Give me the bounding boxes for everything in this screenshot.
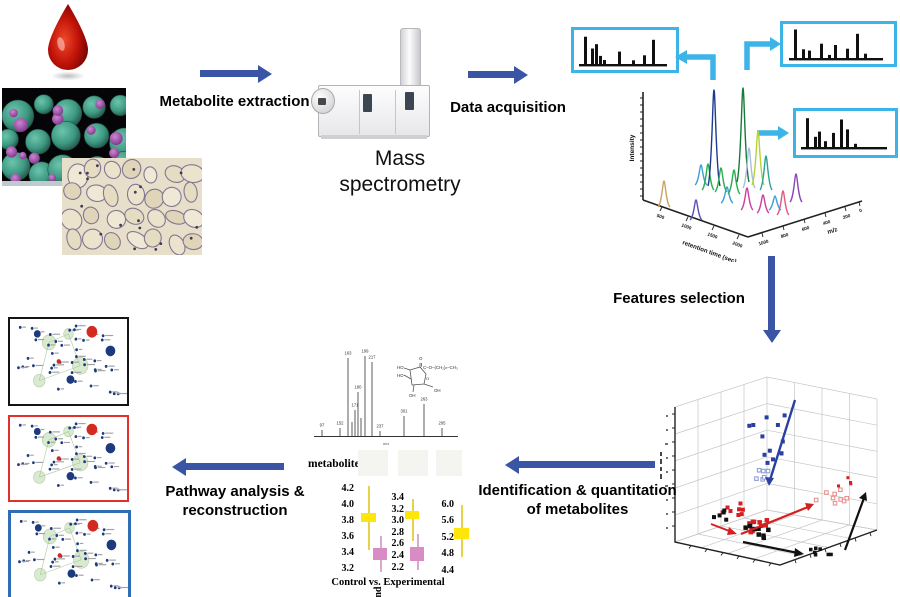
svg-text:171: 171 (352, 403, 360, 408)
acquisition-label: Data acquisition (450, 99, 566, 116)
svg-text:199: 199 (362, 349, 370, 354)
spectrometer-body (318, 85, 430, 137)
chromatogram-zlabel: m/z (827, 226, 839, 236)
svg-text:200: 200 (842, 213, 851, 220)
features-arrow (762, 256, 781, 343)
scatter-arrows (710, 399, 867, 557)
svg-text:400: 400 (822, 219, 831, 226)
inset-spectrum-box-2 (780, 21, 897, 67)
acquisition-arrow (468, 65, 528, 84)
svg-text:163: 163 (345, 351, 353, 356)
whisker (412, 499, 414, 541)
extraction-label: Metabolite extraction (159, 93, 310, 110)
svg-text:301: 301 (401, 409, 409, 414)
chromatogram-3d: Intensity 500 1000 1500 2000 1000 800 60… (629, 87, 863, 262)
svg-text:C–O–(CH₂)ₙ–CH₃: C–O–(CH₂)ₙ–CH₃ (423, 365, 458, 370)
chemical-structure: HO HO O C–O–(CH₂)ₙ–CH₃ O OH OH (397, 356, 458, 398)
extraction-arrow (200, 64, 272, 83)
svg-text:600: 600 (801, 225, 810, 232)
pathway-box-blue (8, 510, 131, 597)
svg-text:237: 237 (377, 424, 385, 429)
identification-arrow (505, 455, 655, 474)
svg-text:2000: 2000 (732, 240, 744, 248)
svg-text:500: 500 (656, 213, 665, 220)
scatter-plot-3d (660, 376, 878, 567)
svg-text:800: 800 (780, 232, 789, 239)
inset-connector-arrows (675, 37, 789, 140)
inset-spectrum-box-1 (571, 27, 679, 73)
blood-drop-icon (48, 4, 88, 81)
micrograph-image (62, 158, 202, 255)
mass-spectrometry-label: Mass spectrometry (339, 147, 461, 196)
identification-label: Identification & quantitation of metabol… (478, 482, 677, 518)
spectrometer-tower (400, 28, 421, 99)
svg-text:O: O (419, 356, 423, 361)
svg-text:295: 295 (439, 421, 447, 426)
svg-text:HO: HO (397, 373, 404, 378)
chromatogram-xlabel: retention time (sec) (681, 239, 737, 262)
svg-text:1500: 1500 (707, 231, 719, 239)
svg-text:152: 152 (337, 421, 345, 426)
svg-text:0: 0 (859, 208, 863, 214)
mass-spectrometer-image (311, 28, 435, 142)
svg-text:OH: OH (434, 388, 441, 393)
metabolite-row-label: metabolite (308, 458, 360, 470)
features-label: Features selection (613, 290, 745, 307)
svg-text:180: 180 (355, 385, 363, 390)
control-box-1 (361, 513, 376, 522)
scatter-clusters (712, 413, 853, 557)
quant-xlabel: Control vs. Experimental (331, 577, 445, 588)
svg-text:OH: OH (409, 393, 416, 398)
svg-text:97: 97 (320, 423, 325, 428)
svg-text:263: 263 (421, 397, 429, 402)
chromatogram-ylabel: Intensity (629, 134, 636, 161)
spectrum-mz-label: m/z (383, 441, 389, 446)
pathway-box-red (8, 415, 129, 502)
svg-text:1000: 1000 (758, 239, 770, 247)
svg-text:217: 217 (369, 355, 377, 360)
experimental-box-2 (410, 547, 424, 561)
pathway-box-black (8, 317, 129, 406)
pathway-label: Pathway analysis & reconstruction (165, 483, 305, 519)
control-box-2 (405, 511, 419, 519)
experimental-box-1 (373, 548, 387, 560)
svg-text:1000: 1000 (681, 222, 693, 230)
control-box-3 (454, 528, 469, 539)
svg-text:HO: HO (397, 365, 404, 370)
svg-text:O: O (426, 376, 429, 381)
pathway-arrow (172, 457, 284, 476)
inset-spectrum-box-3 (793, 108, 898, 158)
